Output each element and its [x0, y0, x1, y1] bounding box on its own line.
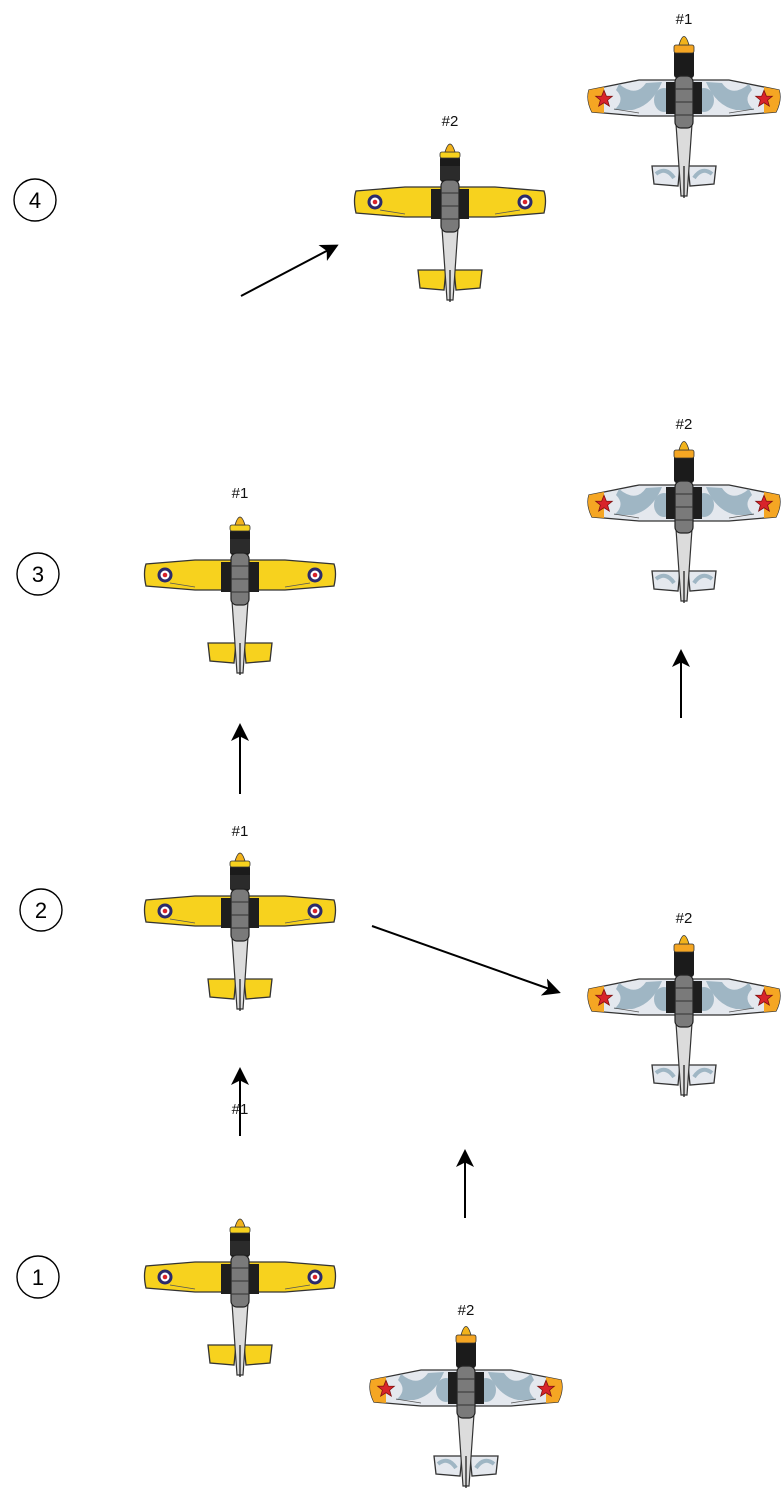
plane-icon [353, 142, 547, 304]
step-number: 2 [35, 898, 47, 923]
plane-icon [143, 515, 337, 677]
plane-label: #1 [232, 485, 249, 502]
plane-icon [143, 1217, 337, 1379]
plane-icon [370, 1327, 562, 1489]
plane-icon [588, 442, 780, 604]
plane-step1-1: #1 [143, 1101, 337, 1379]
plane-icon [588, 936, 780, 1098]
plane-step3-2: #2 [588, 416, 780, 603]
step-circle [19, 888, 63, 932]
plane-icon [143, 851, 337, 1013]
arrow-step2-diagonal [371, 925, 561, 996]
step-marker-1: 1 [16, 1255, 60, 1299]
step-number: 3 [32, 562, 44, 587]
step-number: 1 [32, 1265, 44, 1290]
step-number: 4 [29, 188, 41, 213]
plane-step2-1: #1 [143, 823, 337, 1013]
step-marker-4: 4 [13, 178, 57, 222]
plane-icon [588, 37, 780, 199]
step-marker-2: 2 [19, 888, 63, 932]
plane-step4-2: #2 [353, 113, 547, 304]
plane-label: #2 [676, 910, 693, 927]
plane-step2-2: #2 [588, 910, 780, 1097]
step-marker-3: 3 [16, 552, 60, 596]
plane-label: #1 [232, 1101, 249, 1118]
plane-step1-2: #2 [370, 1302, 562, 1488]
plane-step3-1: #1 [143, 485, 337, 677]
plane-label: #2 [442, 113, 459, 130]
plane-label: #2 [458, 1302, 475, 1319]
plane-label: #1 [232, 823, 249, 840]
plane-label: #2 [676, 416, 693, 433]
step-circle [16, 552, 60, 596]
step-circle [16, 1255, 60, 1299]
plane-label: #1 [676, 11, 693, 28]
plane-step4-1: #1 [588, 11, 780, 198]
step-circle [13, 178, 57, 222]
arrow-step4-diagonal [240, 244, 339, 297]
